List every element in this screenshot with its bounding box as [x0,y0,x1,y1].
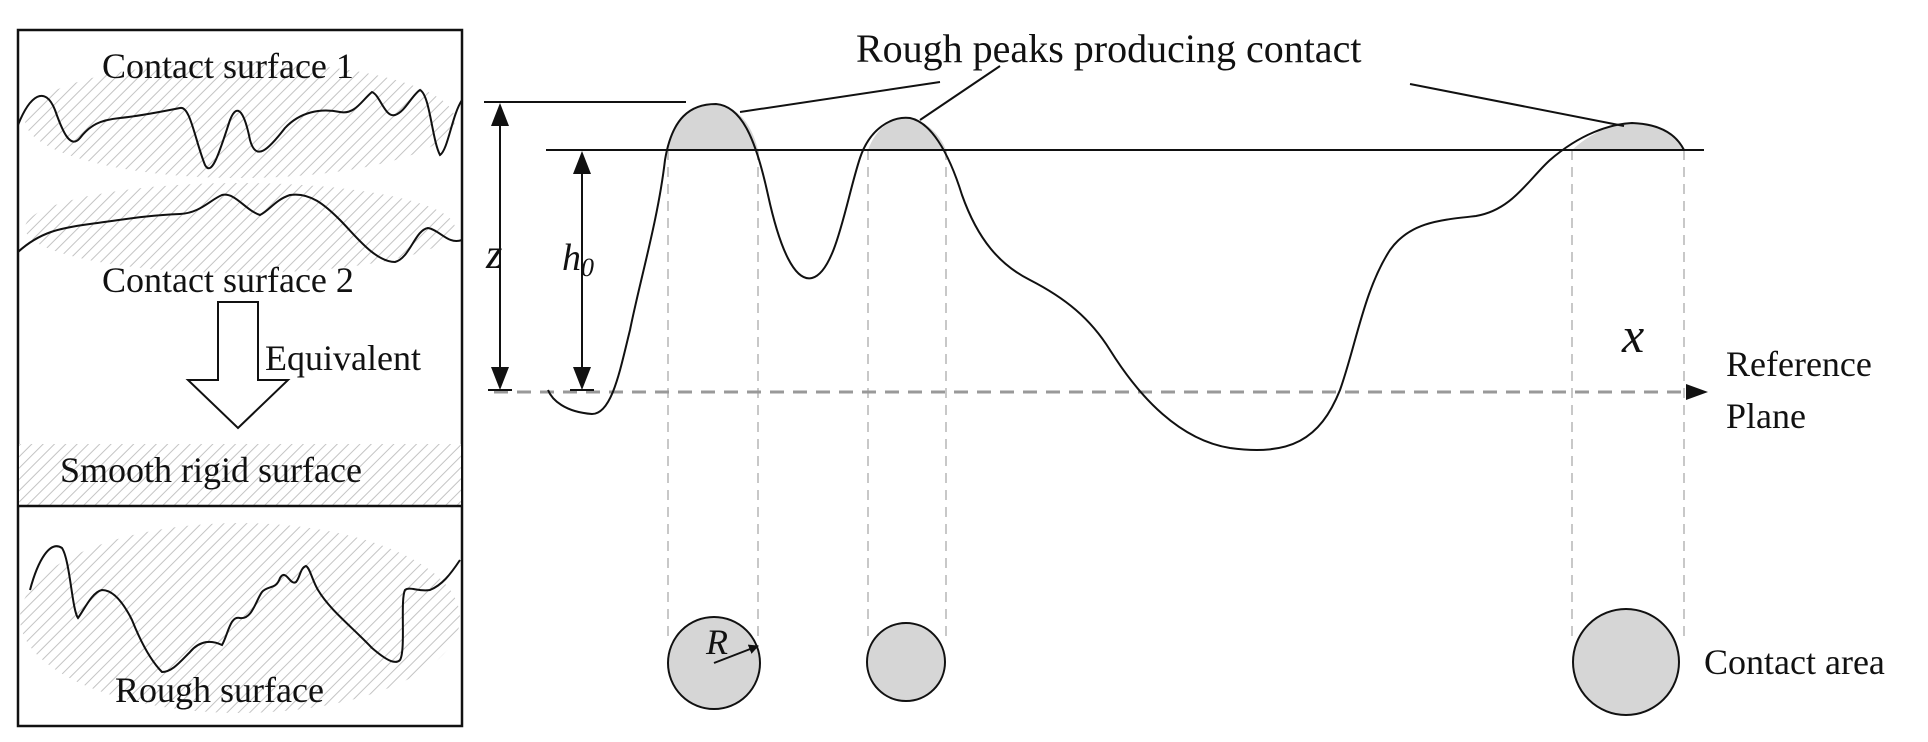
reference-plane-label-line1: Reference [1726,344,1872,384]
right-panel: z h0 x Reference Plane Rough peaks produ… [484,26,1885,716]
leader-line-peak-2 [919,65,1001,121]
h0-arrow-bottom-icon [573,367,591,390]
contact-surface-2-profile [17,193,463,264]
rough-profile-curve [547,102,1685,451]
reference-plane-label-line2: Plane [1726,396,1806,436]
surface-1-hatch [25,62,455,178]
peak-cap-3 [1572,123,1684,150]
z-arrow-bottom-icon [491,367,509,390]
leader-line-peak-3 [1409,83,1625,127]
z-label: z [485,232,502,278]
contact-surface-1-profile [17,88,463,170]
left-panel: Contact surface 1 Contact surface 2 Equi… [16,28,464,728]
equivalent-label: Equivalent [265,338,421,378]
x-axis-label: x [1621,307,1644,363]
h0-arrow-top-icon [573,151,591,174]
contact-area-label: Contact area [1704,642,1885,682]
z-arrow-top-icon [491,103,509,126]
contact-surface-1-label: Contact surface 1 [102,46,354,86]
smooth-rigid-surface-label: Smooth rigid surface [60,450,362,490]
projection-lines [667,150,1685,640]
equivalent-arrow-icon [185,301,291,430]
h0-label: h0 [562,237,594,282]
rough-peaks-label: Rough peaks producing contact [856,26,1361,71]
contact-surface-2-label: Contact surface 2 [102,260,354,300]
peak-cap-1 [668,104,758,150]
contact-area-circle-2 [866,622,946,702]
reference-plane-arrowhead-icon [1686,384,1708,400]
radius-label: R [705,622,728,662]
left-panel-frame [16,28,464,728]
rough-surface-profile [29,545,461,674]
surface-2-hatch [25,183,455,273]
smooth-rigid-surface-band [19,444,461,506]
rough-surface-label: Rough surface [115,670,324,710]
radius-arrow [713,644,759,664]
contact-area-circle-3 [1572,608,1680,716]
leader-line-peak-1 [739,81,941,113]
